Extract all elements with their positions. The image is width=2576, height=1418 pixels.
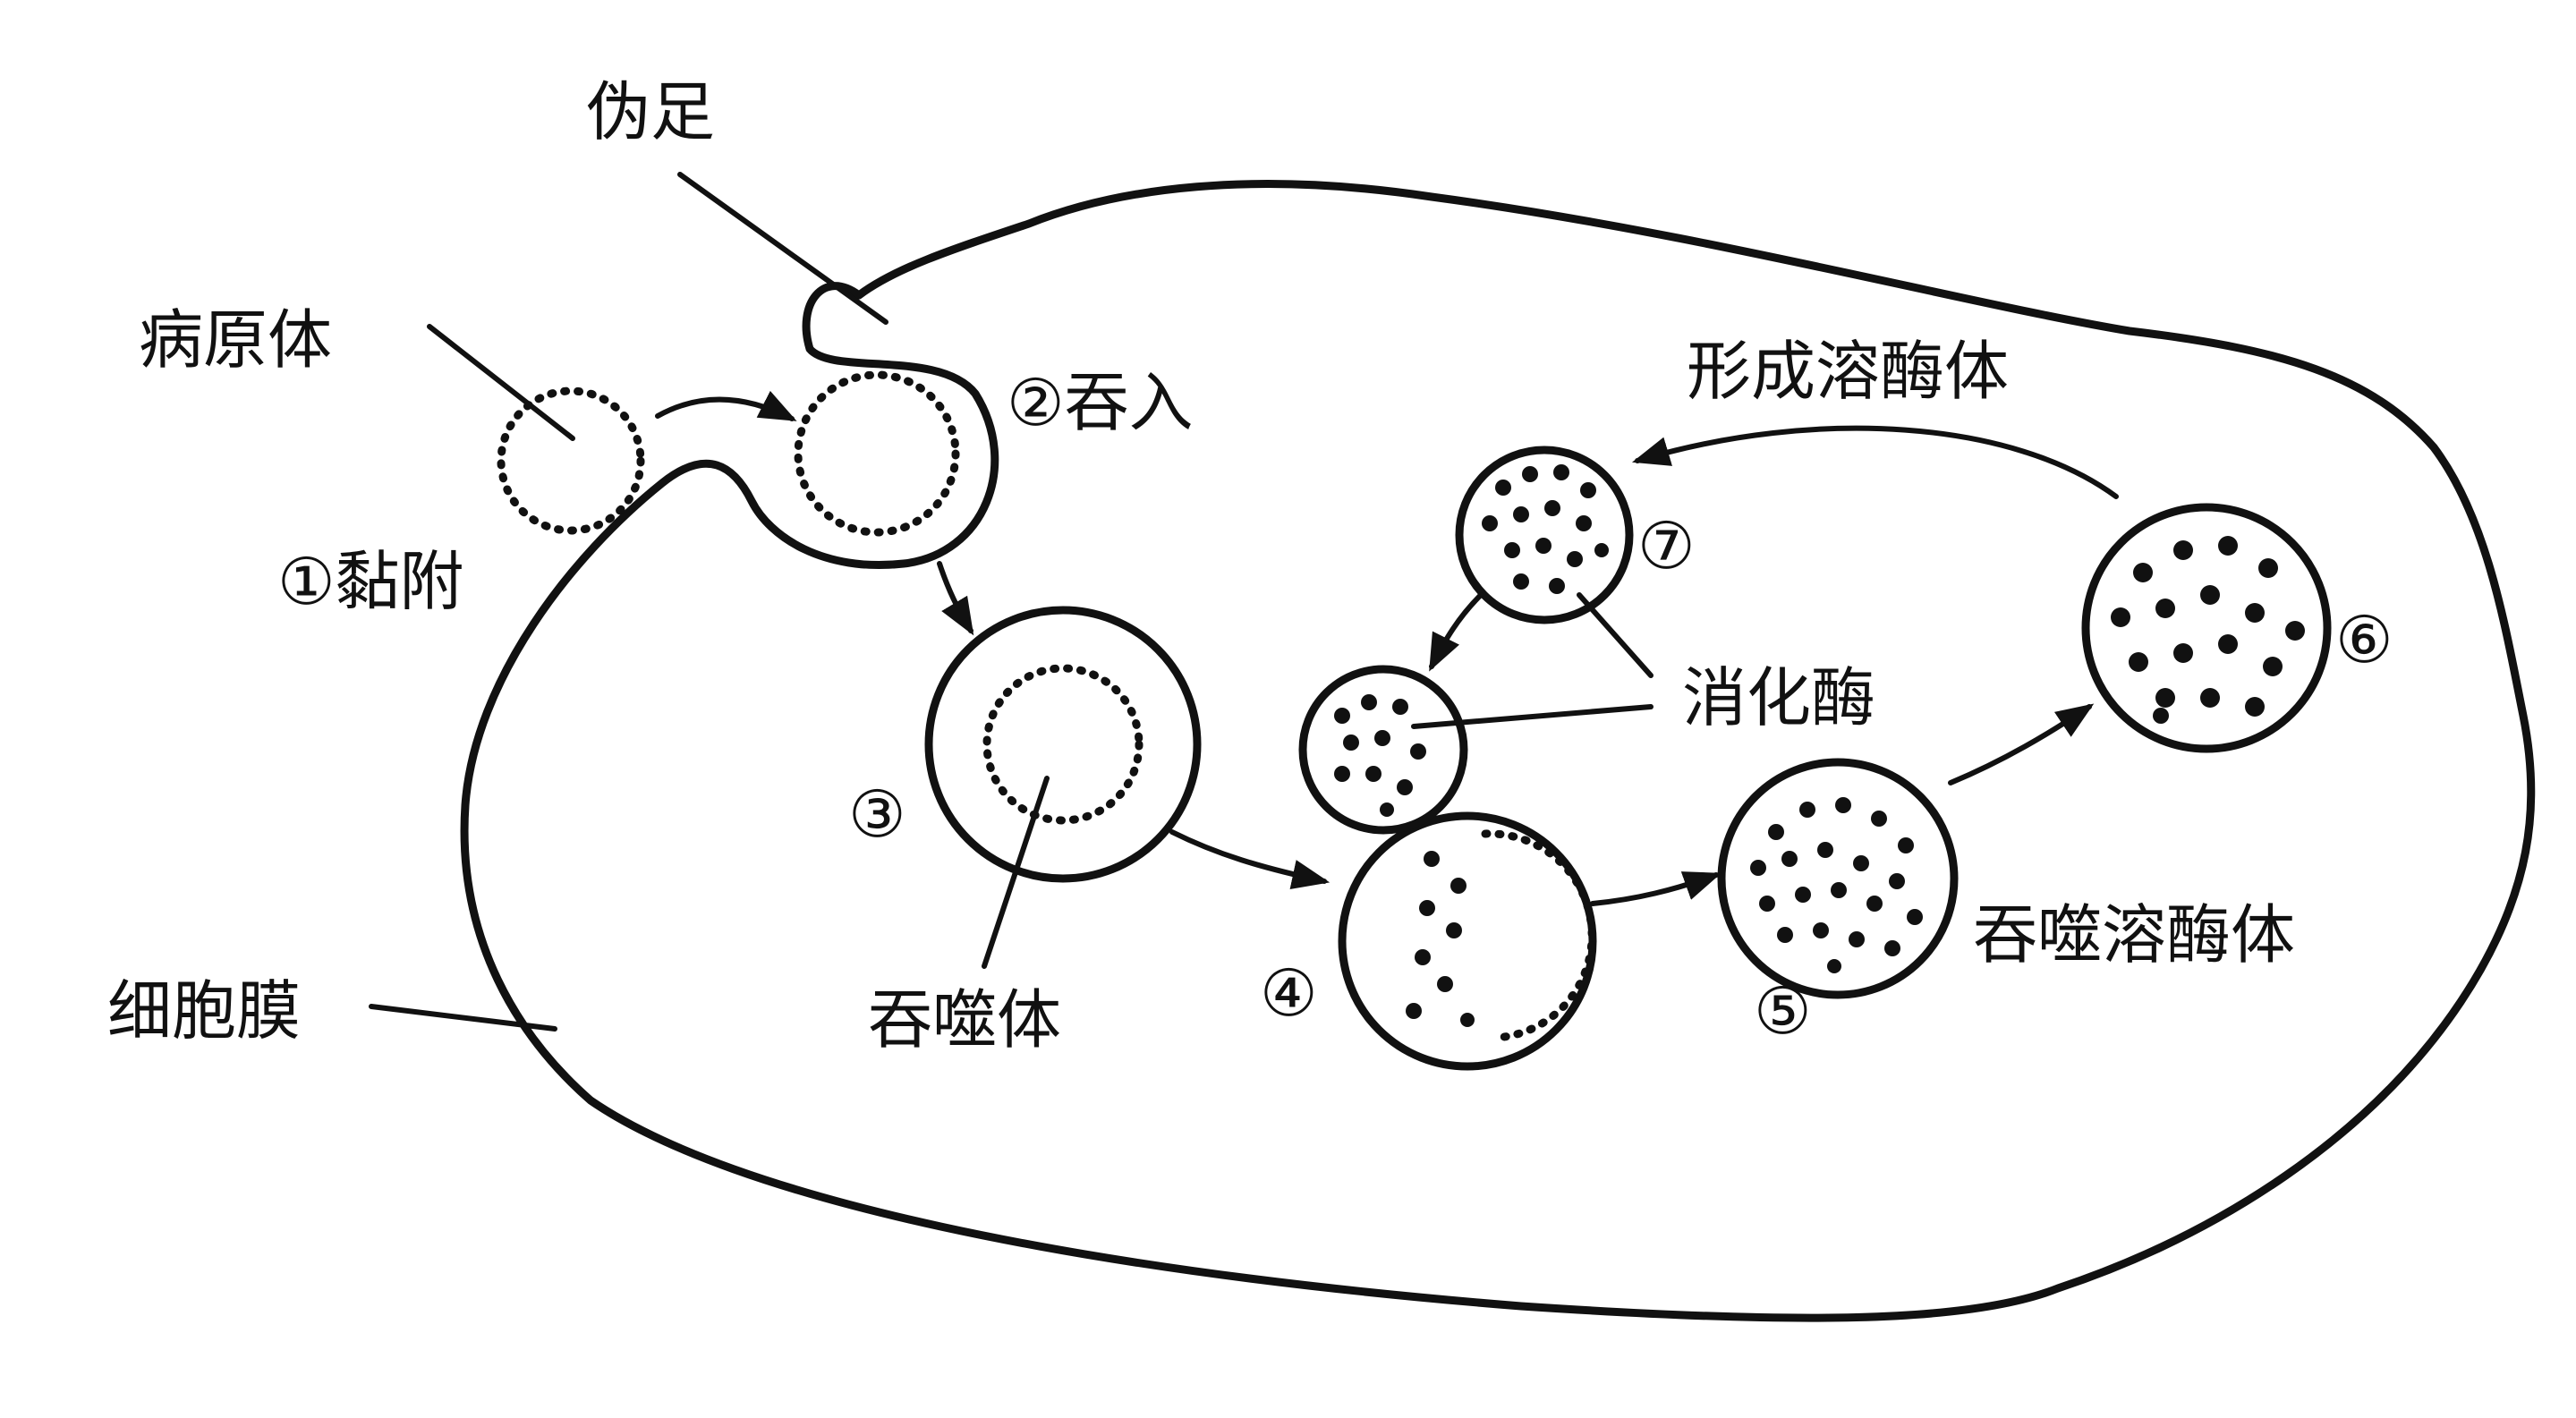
- leader-pseudopod: [677, 172, 888, 325]
- arrow-lysosome-to-fusing: [1429, 592, 1484, 672]
- label-cell-membrane: 细胞膜: [107, 973, 301, 1049]
- cell-membrane-outline: [460, 180, 2536, 1322]
- fusion-vesicle-outer: [1338, 811, 1597, 1071]
- phagolysosome-circle: [1717, 758, 1959, 999]
- label-phagolysosome: 吞噬溶酶体: [1973, 897, 2295, 972]
- process-arrows: [655, 390, 2119, 906]
- arrow-adhere-to-engulf: [655, 390, 797, 421]
- leader-phagosome: [982, 776, 1050, 969]
- phagosome-outer: [924, 606, 1202, 883]
- label-phagosome: 吞噬体: [868, 982, 1061, 1057]
- fusing-lysosome-dots: [1334, 694, 1426, 817]
- arrow-fusion-to-phagolysosome: [1590, 871, 1722, 906]
- arrow-phagolysosome-to-residual: [1948, 703, 2095, 785]
- label-pathogen: 病原体: [139, 302, 332, 378]
- fusion-vesicle-dots: [1406, 851, 1475, 1027]
- label-step3: ③: [848, 777, 906, 852]
- arrow-residual-to-lysosome: [1631, 425, 2119, 499]
- leader-enzyme-lysosome: [1577, 592, 1654, 678]
- phagosome-inner: [982, 664, 1143, 825]
- label-digestive-enzyme: 消化酶: [1682, 660, 1875, 735]
- lysosome-fusing: [1298, 665, 1468, 835]
- leader-lines: [369, 172, 1654, 1032]
- leader-enzyme-fusing: [1411, 704, 1654, 729]
- residual-vesicle-dots: [2111, 536, 2305, 724]
- label-pseudopod: 伪足: [586, 74, 715, 149]
- arrow-phagosome-to-fusion: [1169, 829, 1331, 889]
- pathogen-circle: [497, 386, 645, 535]
- label-step5: ⑤: [1754, 973, 1812, 1049]
- arrow-engulf-to-phagosome: [937, 561, 974, 636]
- fusion-vesicle-dotted-arc: [1481, 829, 1596, 1042]
- lysosome-enzyme-dots: [1482, 464, 1609, 594]
- label-step7: ⑦: [1637, 508, 1696, 583]
- label-adhere: ①黏附: [277, 544, 464, 619]
- leader-pathogen: [427, 324, 575, 441]
- label-step4: ④: [1260, 955, 1318, 1031]
- label-form-lysosome: 形成溶酶体: [1687, 334, 2009, 409]
- label-engulf: ②吞入: [1007, 365, 1194, 440]
- residual-vesicle-circle: [2081, 503, 2332, 753]
- lysosome-circle: [1455, 446, 1634, 624]
- phagolysosome-dots: [1750, 797, 1923, 973]
- engulfed-pathogen-circle: [794, 370, 960, 537]
- label-step6: ⑥: [2335, 602, 2393, 677]
- leader-cell-membrane: [369, 1004, 557, 1032]
